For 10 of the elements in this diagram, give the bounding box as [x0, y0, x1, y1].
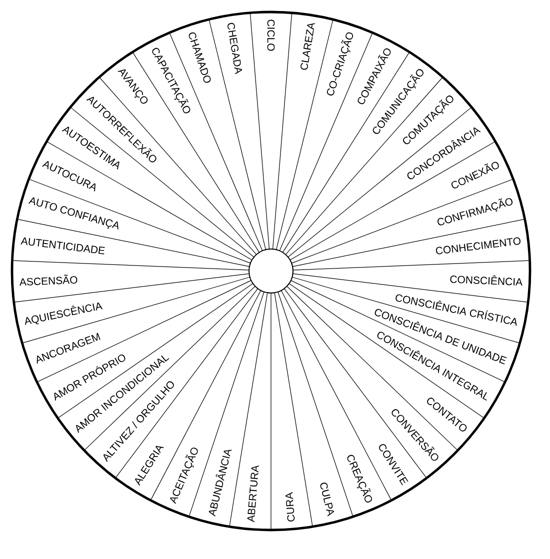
sector-label: CONSCIÊNCIA [450, 275, 522, 286]
sector-label: CLAREZA [300, 23, 315, 70]
sector-label: ASCENSÃO [20, 274, 78, 286]
sector-label: CURA [286, 492, 295, 522]
sector-label: CONHECIMENTO [436, 237, 520, 254]
sector-label: CULPA [320, 482, 334, 516]
sector-label: CHEGADA [228, 22, 242, 74]
sector-label: AUTENTICIDADE [20, 237, 105, 254]
sector-label: ABERTURA [247, 466, 259, 522]
sector-label: CICLO [267, 20, 275, 51]
